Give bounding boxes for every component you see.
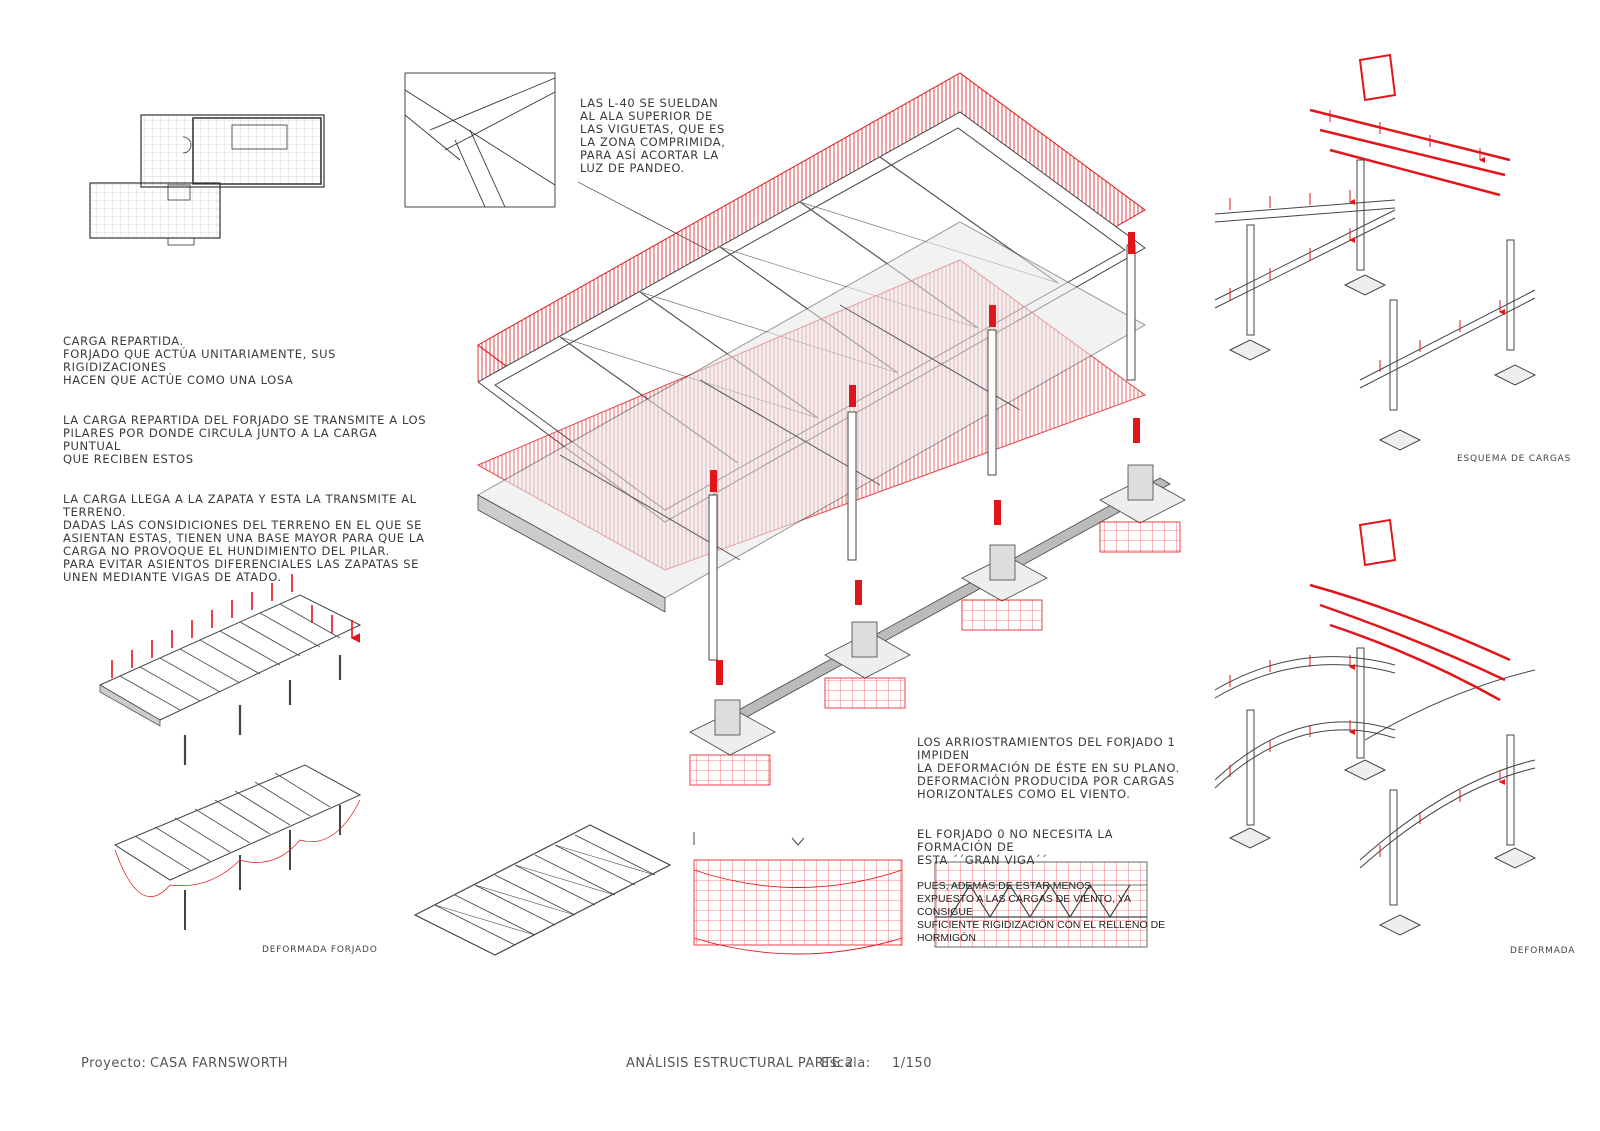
- note-arriostramiento: LOS ARRIOSTRAMIENTOS DEL FORJADO 1 IMPID…: [917, 735, 1180, 801]
- note-pandeo: LAS L-40 SE SUELDAN AL ALA SUPERIOR DE L…: [580, 96, 726, 175]
- truss-elevation: [934, 861, 1148, 948]
- columns: [708, 244, 1136, 661]
- footer-proyecto-label: Proyecto:: [81, 1056, 147, 1071]
- footer-proyecto-value: CASA FARNSWORTH: [150, 1056, 289, 1071]
- footer-escala-label: Escala:: [821, 1056, 871, 1071]
- brace-detail: [404, 72, 556, 208]
- note-carga-repartida: CARGA REPARTIDA. FORJADO QUE ACTÚA UNITA…: [63, 334, 336, 387]
- caption-esquema-cargas: ESQUEMA DE CARGAS: [1457, 454, 1572, 464]
- note-zapatas: LA CARGA LLEGA A LA ZAPATA Y ESTA LA TRA…: [63, 492, 425, 584]
- load-scheme-diagram: [1214, 53, 1537, 451]
- beam-deflection-elevation: [693, 832, 903, 955]
- loaded-roof-iso: [98, 574, 360, 765]
- load-markers: [710, 232, 1140, 685]
- caption-deformada-forjado: DEFORMADA FORJADO: [262, 945, 378, 955]
- iso-floor-slab: [476, 221, 1147, 613]
- note-transmision-pilares: LA CARGA REPARTIDA DEL FORJADO SE TRANSM…: [63, 413, 427, 466]
- floor-plan: [89, 114, 325, 246]
- deformed-scheme-diagram: [1214, 518, 1537, 936]
- note-forjado-0-bold: PUES, ADEMÁS DE ESTAR MENOS EXPUESTO A L…: [917, 880, 1166, 944]
- footer-sheet-title: ANÁLISIS ESTRUCTURAL PARTE 2: [626, 1056, 854, 1071]
- note-forjado-0: EL FORJADO 0 NO NECESITA LA FORMACIÓN DE…: [917, 827, 1114, 867]
- notes-arriostramiento: LOS ARRIOSTRAMIENTOS DEL FORJADO 1 IMPID…: [917, 723, 1187, 972]
- foundations: [689, 464, 1186, 786]
- deformed-floor-iso: [113, 764, 362, 930]
- bracing-iso: [413, 824, 672, 956]
- footer-escala-value: 1/150: [892, 1056, 932, 1071]
- caption-deformada: DEFORMADA: [1510, 946, 1576, 956]
- notes-carga: CARGA REPARTIDA. FORJADO QUE ACTÚA UNITA…: [63, 322, 433, 611]
